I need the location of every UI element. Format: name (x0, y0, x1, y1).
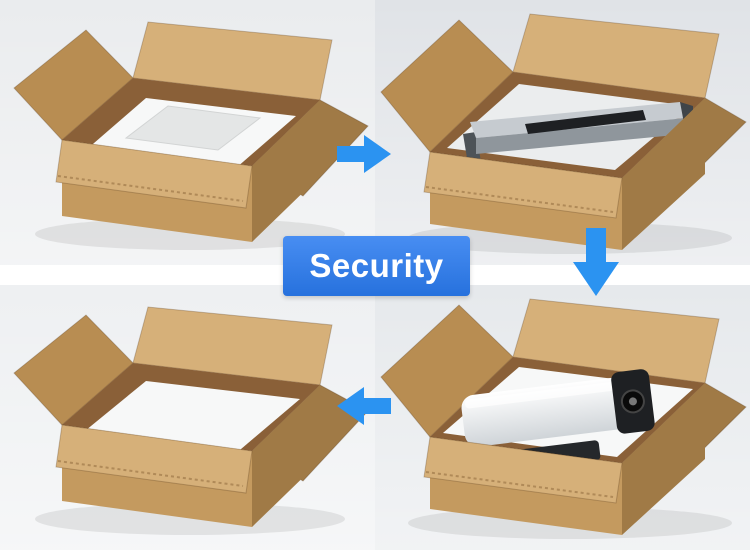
right-wall (622, 98, 705, 250)
right-wall (252, 100, 320, 242)
security-label: Security (309, 247, 444, 284)
packed-box-illustration (380, 13, 747, 254)
right-wall (622, 383, 705, 535)
back-flap (132, 306, 333, 386)
empty-box-illustration (13, 306, 369, 535)
packed-box-illustration (380, 298, 747, 539)
photo-step4-empty-box (0, 285, 375, 550)
arrow-left-icon (337, 387, 391, 425)
empty-box-illustration (13, 21, 369, 250)
cardboard-box (380, 13, 747, 250)
cardboard-box (13, 306, 369, 527)
front-flap (55, 424, 253, 494)
arrow-right-icon (337, 135, 391, 173)
left-flap (13, 314, 134, 426)
arrow-down-icon (573, 228, 619, 296)
battery-rail (525, 110, 646, 134)
front-flap (423, 436, 623, 504)
battery-pack (459, 369, 655, 477)
photo-step1-empty-box (0, 0, 375, 265)
cardboard-box (13, 21, 369, 242)
battery-body (461, 375, 649, 447)
back-flap (132, 21, 333, 101)
front-flap (55, 139, 253, 209)
foam-cutout (124, 105, 262, 151)
cardboard-box (380, 298, 747, 535)
photo-step2-battery-lying (375, 0, 750, 265)
front-flap (423, 151, 623, 219)
right-wall (252, 385, 320, 527)
security-badge: Security (283, 236, 470, 296)
photo-step3-battery-upright (375, 285, 750, 550)
